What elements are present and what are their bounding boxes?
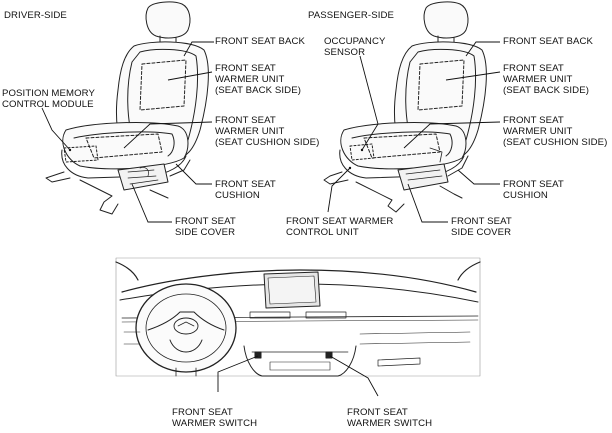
driver-seat-drawing xyxy=(45,1,209,215)
passenger-warmer-cushion-label: FRONT SEAT WARMER UNIT (SEAT CUSHION SID… xyxy=(503,115,608,148)
driver-position-memory-label: POSITION MEMORY CONTROL MODULE xyxy=(2,88,96,110)
passenger-side-heading: PASSENGER-SIDE xyxy=(308,10,394,21)
leader-dots xyxy=(68,148,364,170)
dashboard-drawing xyxy=(115,257,481,377)
warmer-control-unit-label: FRONT SEAT WARMER CONTROL UNIT xyxy=(286,216,394,238)
warmer-switch-right-label: FRONT SEAT WARMER SWITCH xyxy=(347,407,433,429)
driver-front-seat-back-label: FRONT SEAT BACK xyxy=(215,36,305,47)
passenger-warmer-back-label: FRONT SEAT WARMER UNIT (SEAT BACK SIDE) xyxy=(503,63,590,96)
driver-cushion-label: FRONT SEAT CUSHION xyxy=(215,179,276,201)
leader-lines xyxy=(41,41,501,397)
passenger-front-seat-back-label: FRONT SEAT BACK xyxy=(503,36,593,47)
passenger-cushion-label: FRONT SEAT CUSHION xyxy=(503,179,564,201)
passenger-side-cover-label: FRONT SEAT SIDE COVER xyxy=(451,216,512,238)
occupancy-sensor-label: OCCUPANCY SENSOR xyxy=(324,36,386,58)
driver-warmer-back-label: FRONT SEAT WARMER UNIT (SEAT BACK SIDE) xyxy=(215,63,302,96)
driver-warmer-cushion-label: FRONT SEAT WARMER UNIT (SEAT CUSHION SID… xyxy=(215,115,320,148)
driver-side-cover-label: FRONT SEAT SIDE COVER xyxy=(175,216,236,238)
warmer-switch-left-label: FRONT SEAT WARMER SWITCH xyxy=(172,407,258,429)
driver-side-heading: DRIVER-SIDE xyxy=(4,10,67,21)
passenger-seat-drawing xyxy=(323,1,487,213)
